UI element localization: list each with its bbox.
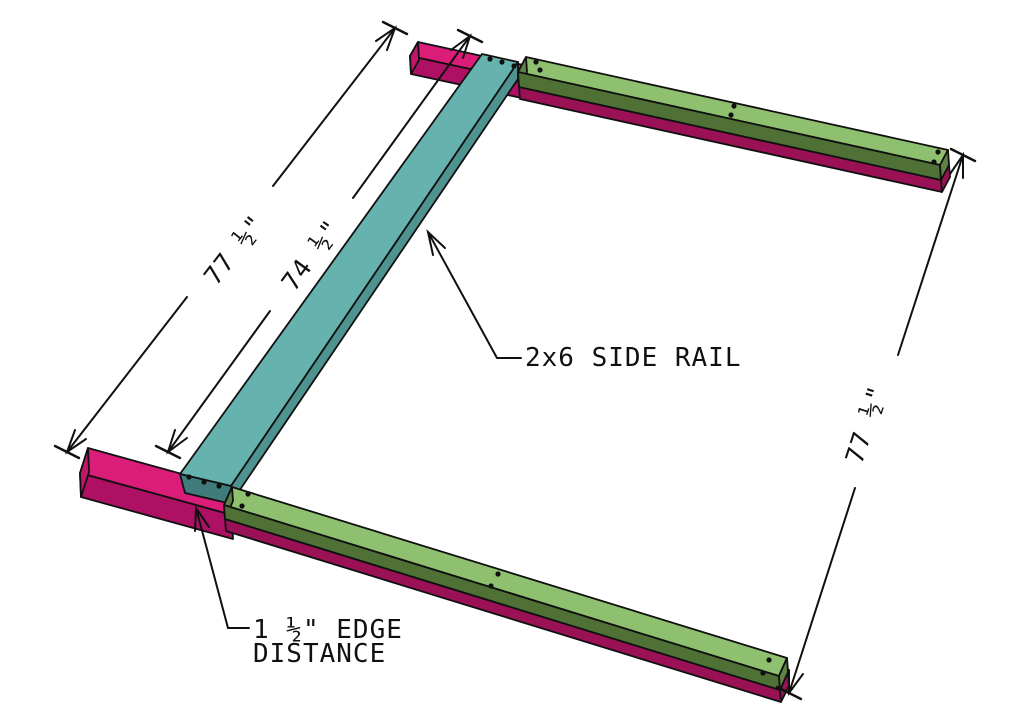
- dimension-left-arrowhead-top: [375, 25, 398, 51]
- top-end-rail-end-face: [409, 41, 420, 75]
- screw-hole: [931, 159, 937, 165]
- bottom-end-rail-end-face: [79, 447, 90, 498]
- edge-distance-leader-arrowhead: [194, 504, 210, 532]
- screw-hole: [533, 59, 539, 65]
- edge-distance-label-line1: 1 ½" EDGE: [253, 615, 403, 645]
- screw-hole: [935, 149, 941, 155]
- side-rail-leader-arrowhead: [426, 229, 446, 256]
- screw-hole: [766, 657, 772, 663]
- dimension-rail-line-upper: [352, 35, 471, 199]
- dimension-right-line-upper: [897, 154, 964, 356]
- side-rail-callout: 2x6 SIDE RAIL: [426, 229, 742, 373]
- side-rail-leader-line: [427, 231, 522, 359]
- screw-hole: [487, 56, 493, 62]
- edge-distance-callout: 1 ½" EDGE DISTANCE: [194, 504, 403, 669]
- screw-hole: [201, 479, 207, 485]
- dimension-left-line-lower: [66, 296, 188, 453]
- dimension-left-arrowhead-bottom: [64, 429, 87, 455]
- top-green-rail-right-end-face: [939, 149, 950, 181]
- top-green-rail: [517, 56, 950, 181]
- dimension-right-line-lower: [788, 487, 856, 694]
- edge-distance-leader-line: [195, 507, 250, 629]
- edge-distance-label-line2: DISTANCE: [253, 639, 386, 669]
- dimension-left-line-upper: [272, 27, 396, 187]
- screw-hole: [731, 103, 737, 109]
- side-rail-label: 2x6 SIDE RAIL: [525, 343, 742, 373]
- screw-hole: [537, 67, 543, 73]
- screw-hole: [511, 63, 517, 69]
- screw-hole: [216, 483, 222, 489]
- dimension-rail-arrowhead-top: [450, 33, 472, 59]
- dimension-right-arrowhead-top: [949, 151, 964, 179]
- screw-hole: [245, 491, 251, 497]
- screw-hole: [186, 474, 192, 480]
- screw-hole: [239, 503, 245, 509]
- screw-hole: [495, 571, 501, 577]
- dimension-rail-arrowhead-bottom: [166, 429, 188, 455]
- screw-hole: [728, 112, 734, 118]
- dimension-rail-line-lower: [167, 310, 271, 453]
- bottom-green-rail: [223, 486, 789, 691]
- screw-hole: [760, 670, 766, 676]
- dimension-right-arrowhead-bottom: [788, 669, 804, 697]
- screw-hole: [488, 583, 494, 589]
- screw-holes: [186, 56, 941, 676]
- bottom-green-rail-right-end-face: [778, 657, 789, 691]
- screw-hole: [499, 59, 505, 65]
